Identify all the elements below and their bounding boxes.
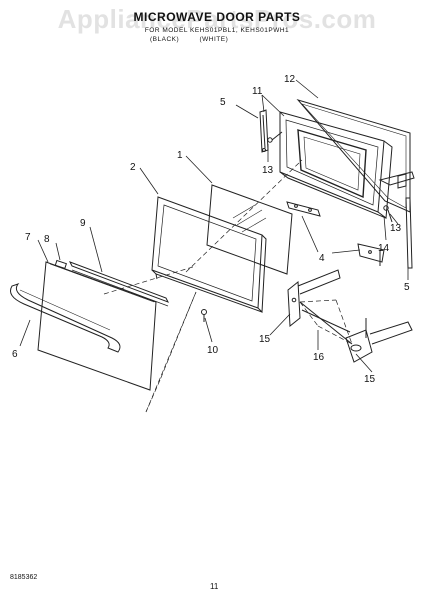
part-4-latch-bracket-lower xyxy=(357,243,385,266)
callout-4-upper: 4 xyxy=(319,253,325,264)
part-2-inner-frame xyxy=(151,196,267,314)
part-13-screw-right xyxy=(383,205,393,223)
part-9-spacer-strip xyxy=(68,261,170,307)
part-16-hinge-arm xyxy=(299,301,353,345)
finish-labels: (BLACK) (WHITE) xyxy=(150,36,290,43)
callout-15-upper: 15 xyxy=(259,334,271,345)
callout-10: 10 xyxy=(207,345,219,356)
callout-11: 11 xyxy=(252,86,263,97)
callout-7: 7 xyxy=(25,232,31,243)
part-1-glass xyxy=(206,184,293,275)
callout-13-left: 13 xyxy=(262,165,274,176)
part-15-hinge-lower xyxy=(345,318,413,363)
finish-white-label: (WHITE) xyxy=(199,36,229,43)
part-5-hinge-bar-right xyxy=(405,197,413,269)
callout-13-right: 13 xyxy=(390,223,402,234)
assembly-guide-lines xyxy=(103,159,353,413)
callout-16: 16 xyxy=(313,352,325,363)
callout-14: 14 xyxy=(378,243,390,254)
part-5-hinge-bar-left xyxy=(259,109,269,153)
callout-12: 12 xyxy=(284,74,296,85)
callout-15-lower: 15 xyxy=(364,374,376,385)
callout-1: 1 xyxy=(177,150,183,161)
callout-9: 9 xyxy=(80,218,86,229)
part-6-door-handle xyxy=(10,283,121,353)
watermark: AppliancePartsPros.com xyxy=(57,4,377,34)
part-7-outer-panel xyxy=(37,261,157,391)
callout-6: 6 xyxy=(12,349,18,360)
model-subtitle: FOR MODEL KEHS01PBL1, KEHS01PWH1 xyxy=(144,27,290,34)
part-10-screw xyxy=(201,309,207,322)
part-14-clip xyxy=(378,171,415,189)
part-12-door-panel xyxy=(296,99,411,213)
callout-8: 8 xyxy=(44,234,50,245)
page-number: 11 xyxy=(210,582,219,591)
callout-leaders xyxy=(19,79,409,373)
finish-black-label: (BLACK) xyxy=(150,36,180,43)
callout-5-right: 5 xyxy=(404,282,410,293)
document-number: 8185362 xyxy=(10,574,38,581)
part-11-door-frame xyxy=(279,111,393,219)
callout-5-left: 5 xyxy=(220,97,226,108)
page-title: MICROWAVE DOOR PARTS xyxy=(133,10,301,24)
part-13-screw-left xyxy=(267,131,283,143)
part-4-latch-bracket-upper xyxy=(286,201,321,217)
part-15-hinge-upper xyxy=(287,269,341,327)
callout-labels: 1 2 4 5 5 6 7 8 9 10 11 12 13 13 14 15 1… xyxy=(12,74,410,385)
callout-2: 2 xyxy=(130,162,136,173)
